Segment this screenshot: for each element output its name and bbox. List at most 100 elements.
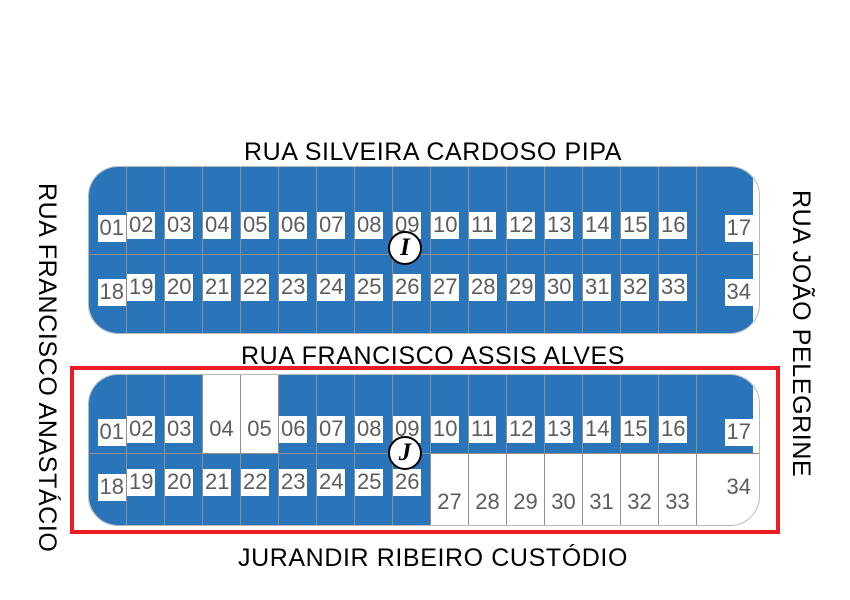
lot-25[interactable]: 25 — [355, 255, 393, 333]
lot-06[interactable]: 06 — [279, 167, 317, 254]
lot-08[interactable]: 08 — [355, 167, 393, 254]
lot-number-label: 13 — [545, 212, 574, 239]
lot-number-label: 02 — [127, 212, 156, 239]
lot-number-label: 34 — [724, 278, 753, 306]
lot-number-label: 17 — [724, 418, 753, 446]
lot-28[interactable]: 28 — [469, 454, 507, 525]
lot-05[interactable]: 05 — [241, 375, 279, 453]
lot-17[interactable]: 17 — [697, 167, 753, 254]
lot-26[interactable]: 26 — [393, 255, 431, 333]
lot-03[interactable]: 03 — [165, 167, 203, 254]
lot-number-label: 07 — [317, 212, 346, 239]
lot-03[interactable]: 03 — [165, 375, 203, 453]
lot-16[interactable]: 16 — [659, 375, 697, 453]
lot-18[interactable]: 18 — [89, 454, 127, 525]
lot-08[interactable]: 08 — [355, 375, 393, 453]
lot-01[interactable]: 01 — [89, 375, 127, 453]
lot-number-label: 12 — [507, 415, 536, 443]
lot-28[interactable]: 28 — [469, 255, 507, 333]
lot-29[interactable]: 29 — [507, 454, 545, 525]
lot-01[interactable]: 01 — [89, 167, 127, 254]
lot-30[interactable]: 30 — [545, 454, 583, 525]
lot-number-label: 33 — [665, 489, 690, 514]
lot-34[interactable]: 34 — [697, 255, 753, 333]
lot-12[interactable]: 12 — [507, 375, 545, 453]
lot-number-label: 29 — [507, 273, 536, 301]
lot-number-label: 14 — [583, 415, 612, 443]
lot-14[interactable]: 14 — [583, 167, 621, 254]
lot-number-label: 31 — [583, 273, 612, 301]
lot-24[interactable]: 24 — [317, 255, 355, 333]
lot-number-label: 26 — [393, 273, 422, 301]
lot-02[interactable]: 02 — [127, 375, 165, 453]
lot-21[interactable]: 21 — [203, 255, 241, 333]
lot-11[interactable]: 11 — [469, 167, 507, 254]
lot-27[interactable]: 27 — [431, 255, 469, 333]
lot-number-label: 15 — [621, 415, 650, 443]
lot-number-label: 21 — [203, 273, 232, 301]
lot-30[interactable]: 30 — [545, 255, 583, 333]
lot-18[interactable]: 18 — [89, 255, 127, 333]
lot-32[interactable]: 32 — [621, 454, 659, 525]
lot-14[interactable]: 14 — [583, 375, 621, 453]
lot-19[interactable]: 19 — [127, 454, 165, 525]
lot-33[interactable]: 33 — [659, 255, 697, 333]
lot-25[interactable]: 25 — [355, 454, 393, 525]
lot-27[interactable]: 27 — [431, 454, 469, 525]
street-label-bottom: JURANDIR RIBEIRO CUSTÓDIO — [237, 544, 629, 572]
lot-02[interactable]: 02 — [127, 167, 165, 254]
lot-20[interactable]: 20 — [165, 454, 203, 525]
lot-number-label: 08 — [355, 212, 384, 239]
lot-17[interactable]: 17 — [697, 375, 753, 453]
lot-number-label: 08 — [355, 415, 384, 443]
lot-04[interactable]: 04 — [203, 375, 241, 453]
lot-number-label: 33 — [659, 273, 688, 301]
lot-31[interactable]: 31 — [583, 255, 621, 333]
lot-12[interactable]: 12 — [507, 167, 545, 254]
lot-23[interactable]: 23 — [279, 255, 317, 333]
lot-number-label: 14 — [583, 212, 612, 239]
lot-34[interactable]: 34 — [697, 454, 753, 525]
lot-29[interactable]: 29 — [507, 255, 545, 333]
lot-number-label: 11 — [469, 212, 496, 239]
lot-13[interactable]: 13 — [545, 375, 583, 453]
lot-22[interactable]: 22 — [241, 454, 279, 525]
lot-number-label: 23 — [279, 273, 308, 301]
lot-32[interactable]: 32 — [621, 255, 659, 333]
lot-10[interactable]: 10 — [431, 375, 469, 453]
lot-20[interactable]: 20 — [165, 255, 203, 333]
block-marker-I: I — [388, 231, 422, 265]
lot-19[interactable]: 19 — [127, 255, 165, 333]
lot-24[interactable]: 24 — [317, 454, 355, 525]
lot-number-label: 20 — [165, 469, 194, 496]
lot-16[interactable]: 16 — [659, 167, 697, 254]
lot-05[interactable]: 05 — [241, 167, 279, 254]
lot-number-label: 32 — [621, 273, 650, 301]
lot-number-label: 26 — [393, 469, 422, 496]
lot-33[interactable]: 33 — [659, 454, 697, 525]
lot-10[interactable]: 10 — [431, 167, 469, 254]
lot-number-label: 16 — [659, 415, 688, 443]
lot-07[interactable]: 07 — [317, 167, 355, 254]
lot-13[interactable]: 13 — [545, 167, 583, 254]
lot-06[interactable]: 06 — [279, 375, 317, 453]
lot-number-label: 22 — [241, 273, 270, 301]
lot-number-label: 18 — [97, 474, 126, 501]
street-label-middle: RUA FRANCISCO ASSIS ALVES — [240, 342, 626, 370]
lot-07[interactable]: 07 — [317, 375, 355, 453]
lot-04[interactable]: 04 — [203, 167, 241, 254]
lot-number-label: 23 — [279, 469, 308, 496]
lot-15[interactable]: 15 — [621, 167, 659, 254]
lot-22[interactable]: 22 — [241, 255, 279, 333]
lot-11[interactable]: 11 — [469, 375, 507, 453]
lot-21[interactable]: 21 — [203, 454, 241, 525]
lot-15[interactable]: 15 — [621, 375, 659, 453]
lot-number-label: 34 — [726, 474, 751, 499]
lot-31[interactable]: 31 — [583, 454, 621, 525]
block-marker-J: J — [388, 436, 422, 470]
lot-23[interactable]: 23 — [279, 454, 317, 525]
